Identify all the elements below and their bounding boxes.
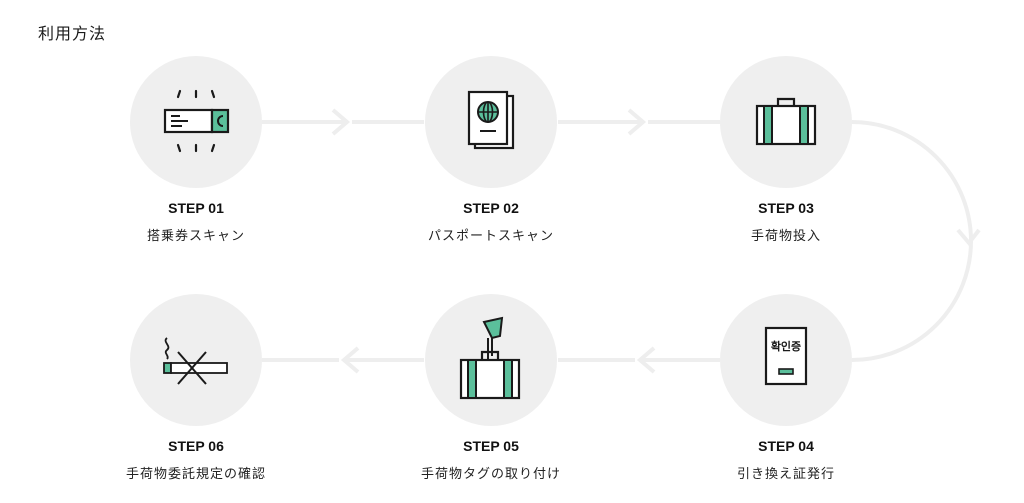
step-06-desc: 手荷物委託規定の確認 — [125, 467, 266, 482]
step-03-label: STEP 03 — [758, 200, 814, 216]
step-02-desc: パスポートスキャン — [427, 229, 554, 244]
connector-arrowhead — [340, 346, 360, 374]
connector-arrowhead — [331, 108, 351, 136]
step-01-label: STEP 01 — [168, 200, 224, 216]
page-title: 利用方法 — [38, 24, 107, 43]
no-smoking-icon — [158, 334, 234, 386]
step-05-desc: 手荷物タグの取り付け — [420, 467, 561, 482]
step-04-desc: 引き換え証発行 — [736, 467, 835, 482]
connector-arrowhead — [636, 346, 656, 374]
step-06-circle — [130, 294, 262, 426]
step-05-label: STEP 05 — [463, 438, 519, 454]
boarding-pass-icon — [160, 88, 232, 154]
suitcase-icon — [755, 96, 817, 148]
receipt-icon: 확인증 — [763, 325, 809, 387]
receipt-card-text: 확인증 — [771, 339, 801, 353]
step-06-label: STEP 06 — [168, 438, 224, 454]
step-03-desc: 手荷物投入 — [750, 229, 821, 244]
passport-icon — [466, 90, 518, 156]
connector-arrowhead — [627, 108, 647, 136]
luggage-tag-icon — [458, 316, 522, 402]
step-04-label: STEP 04 — [758, 438, 814, 454]
step-01-desc: 搭乗券スキャン — [146, 229, 245, 244]
step-02-label: STEP 02 — [463, 200, 519, 216]
connector-arrowhead — [956, 228, 981, 247]
